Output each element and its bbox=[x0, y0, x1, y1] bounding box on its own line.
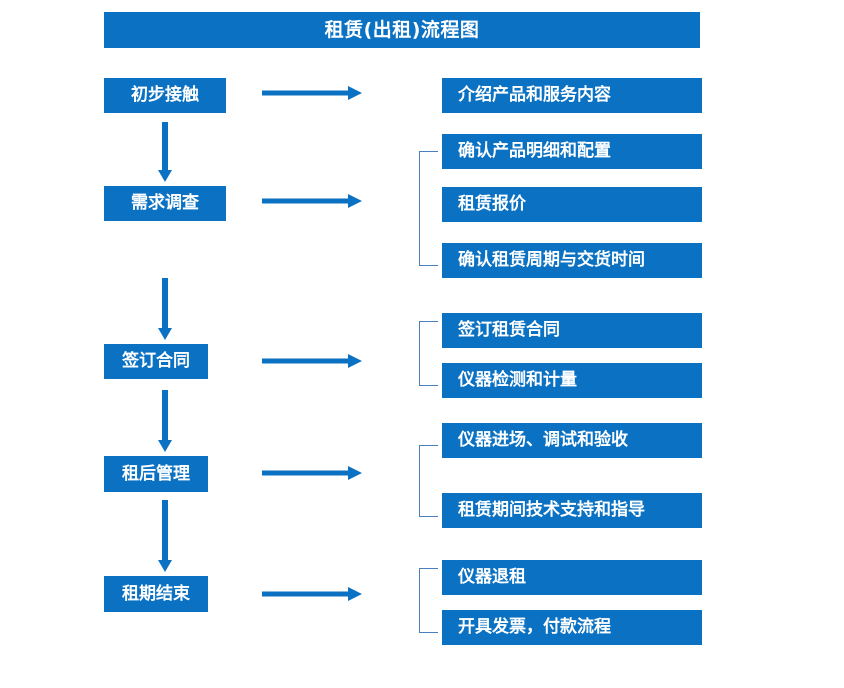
arrow-right-icon-5 bbox=[262, 585, 362, 603]
arrow-right-icon-4 bbox=[262, 464, 362, 482]
detail-box-2-2[interactable]: 租赁报价 bbox=[442, 187, 702, 222]
arrow-right-icon-1 bbox=[262, 84, 362, 102]
stage-box-5[interactable]: 租期结束 bbox=[104, 576, 208, 612]
detail-box-2-1[interactable]: 确认产品明细和配置 bbox=[442, 134, 702, 169]
detail-label-3-2: 仪器检测和计量 bbox=[458, 370, 577, 390]
group-bracket-icon-4 bbox=[419, 445, 438, 517]
arrow-right-icon-3 bbox=[262, 352, 362, 370]
detail-label-3-1: 签订租赁合同 bbox=[458, 320, 560, 340]
arrow-right-icon-2 bbox=[262, 192, 362, 210]
stage-label-3: 签订合同 bbox=[122, 351, 190, 371]
detail-label-4-2: 租赁期间技术支持和指导 bbox=[458, 500, 645, 520]
detail-label-2-3: 确认租赁周期与交货时间 bbox=[458, 250, 645, 270]
stage-box-2[interactable]: 需求调查 bbox=[104, 186, 226, 221]
detail-label-4-1: 仪器进场、调试和验收 bbox=[458, 430, 628, 450]
stage-label-4: 租后管理 bbox=[122, 463, 190, 484]
detail-label-5-1: 仪器退租 bbox=[458, 567, 526, 587]
detail-label-2-2: 租赁报价 bbox=[458, 194, 526, 214]
detail-label-5-2: 开具发票，付款流程 bbox=[458, 617, 611, 637]
stage-box-3[interactable]: 签订合同 bbox=[104, 344, 208, 379]
arrow-down-icon-2 bbox=[156, 278, 174, 340]
detail-box-3-1[interactable]: 签订租赁合同 bbox=[442, 313, 702, 348]
arrow-down-icon-1 bbox=[156, 122, 174, 182]
stage-label-2: 需求调查 bbox=[131, 193, 199, 213]
detail-box-2-3[interactable]: 确认租赁周期与交货时间 bbox=[442, 243, 702, 278]
arrow-down-icon-3 bbox=[156, 390, 174, 452]
detail-label-2-1: 确认产品明细和配置 bbox=[458, 141, 611, 161]
stage-label-1: 初步接触 bbox=[131, 85, 199, 105]
detail-box-5-1[interactable]: 仪器退租 bbox=[442, 560, 702, 595]
detail-box-4-2[interactable]: 租赁期间技术支持和指导 bbox=[442, 493, 702, 528]
arrow-down-icon-4 bbox=[156, 500, 174, 572]
group-bracket-icon-5 bbox=[419, 568, 438, 633]
stage-label-5: 租期结束 bbox=[122, 583, 190, 604]
detail-box-5-2[interactable]: 开具发票，付款流程 bbox=[442, 610, 702, 645]
diagram-title-bar: 租赁(出租)流程图 bbox=[104, 12, 700, 48]
group-bracket-icon-3 bbox=[419, 321, 438, 386]
page-title: 租赁(出租)流程图 bbox=[324, 18, 480, 41]
group-bracket-icon-2 bbox=[419, 151, 438, 266]
detail-box-4-1[interactable]: 仪器进场、调试和验收 bbox=[442, 423, 702, 458]
detail-box-3-2[interactable]: 仪器检测和计量 bbox=[442, 363, 702, 398]
detail-label-1-1: 介绍产品和服务内容 bbox=[458, 85, 611, 105]
stage-box-4[interactable]: 租后管理 bbox=[104, 456, 208, 492]
detail-box-1-1[interactable]: 介绍产品和服务内容 bbox=[442, 78, 702, 113]
stage-box-1[interactable]: 初步接触 bbox=[104, 78, 226, 113]
